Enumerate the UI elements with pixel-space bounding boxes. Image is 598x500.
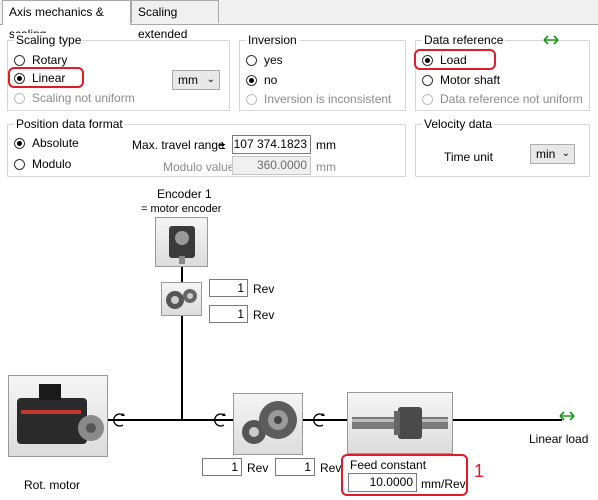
velocity-group: Velocity data [415, 117, 590, 177]
drive-shaft-line [107, 419, 562, 421]
highlight-linear [8, 67, 84, 88]
position-format-group: Position data format [7, 117, 406, 177]
scaling-type-group: Scaling type [7, 33, 230, 111]
feed-constant-field[interactable]: 10.0000 [348, 473, 417, 492]
radio-inversion-inconsistent-label: Inversion is inconsistent [264, 92, 392, 106]
radio-inversion-yes[interactable]: yes [246, 52, 283, 68]
max-travel-unit: mm [316, 138, 336, 152]
tab-scaling-extended[interactable]: Scaling extended [131, 0, 219, 41]
motor-label: Rot. motor [24, 478, 81, 492]
rotation-icon [214, 413, 226, 427]
unit-select-value: mm [178, 73, 198, 87]
chevron-down-icon: ⌄ [561, 148, 570, 159]
radio-motor-shaft[interactable]: Motor shaft [422, 72, 500, 88]
radio-data-reference-not-uniform-dot [422, 93, 433, 105]
position-format-title: Position data format [14, 117, 125, 131]
annotation-number: 1 [474, 461, 485, 481]
velocity-title: Velocity data [422, 117, 495, 131]
radio-load[interactable]: Load [422, 52, 467, 68]
radio-inversion-no-dot[interactable] [246, 74, 257, 86]
radio-rotary-label: Rotary [32, 53, 68, 67]
radio-inversion-inconsistent: Inversion is inconsistent [246, 91, 391, 107]
radio-scaling-not-uniform: Scaling not uniform [14, 90, 135, 106]
radio-linear[interactable]: Linear [14, 70, 65, 86]
data-reference-group: Data reference [415, 33, 590, 111]
gearbox-right-field[interactable]: 1 [275, 458, 315, 476]
inversion-group: Inversion [239, 33, 406, 111]
double-arrow-icon [559, 411, 575, 421]
ball-screw-icon [352, 407, 448, 439]
encoder-gear-top-unit: Rev [253, 282, 275, 296]
max-travel-field[interactable]: 107 374.1823 [232, 135, 311, 154]
rotation-icon [113, 413, 125, 427]
highlight-feed-constant [341, 454, 468, 496]
radio-motor-shaft-label: Motor shaft [440, 73, 501, 87]
motor-icon [17, 384, 104, 444]
radio-data-reference-not-uniform: Data reference not uniform [422, 91, 583, 107]
encoder-gear-bottom-unit: Rev [253, 308, 275, 322]
plus-minus-sign: ± [219, 138, 226, 152]
radio-scaling-not-uniform-label: Scaling not uniform [32, 91, 135, 105]
modulo-value-label: Modulo value [163, 160, 235, 174]
encoder-icon [169, 226, 195, 264]
inversion-title: Inversion [246, 33, 299, 47]
modulo-value-field: 360.0000 [232, 156, 311, 175]
radio-inversion-inconsistent-dot [246, 93, 257, 105]
radio-data-reference-not-uniform-label: Data reference not uniform [440, 92, 583, 106]
unit-select[interactable]: mm ⌄ [172, 70, 220, 90]
radio-load-label: Load [440, 53, 467, 67]
gearbox-right-unit: Rev [320, 461, 342, 475]
time-unit-label: Time unit [444, 150, 493, 164]
radio-inversion-no[interactable]: no [246, 72, 277, 88]
radio-absolute-dot[interactable] [14, 137, 25, 149]
encoder-title: Encoder 1 [157, 187, 212, 201]
radio-rotary[interactable]: Rotary [14, 52, 67, 68]
linear-load-label: Linear load [529, 432, 589, 446]
tab-axis-mechanics[interactable]: Axis mechanics & scaling [2, 0, 131, 41]
radio-absolute[interactable]: Absolute [14, 135, 79, 151]
radio-inversion-yes-label: yes [264, 53, 283, 67]
encoder-gear-bottom-field[interactable]: 1 [209, 305, 248, 323]
radio-motor-shaft-dot[interactable] [422, 74, 433, 86]
data-reference-title: Data reference [422, 33, 506, 47]
radio-inversion-no-label: no [264, 73, 278, 87]
radio-modulo-label: Modulo [32, 157, 72, 171]
radio-modulo-dot[interactable] [14, 158, 25, 170]
chevron-down-icon: ⌄ [206, 74, 215, 85]
gearbox-image[interactable] [233, 393, 303, 455]
double-arrow-icon [543, 35, 559, 45]
scaling-type-title: Scaling type [14, 33, 84, 47]
gearbox-left-field[interactable]: 1 [202, 458, 242, 476]
radio-rotary-dot[interactable] [14, 54, 25, 66]
radio-inversion-yes-dot[interactable] [246, 54, 257, 66]
encoder-gear-image[interactable] [161, 282, 202, 316]
modulo-value-unit: mm [316, 160, 336, 174]
highlight-load [414, 49, 496, 70]
time-unit-select[interactable]: min ⌄ [530, 144, 575, 164]
ball-screw-image[interactable] [347, 392, 453, 454]
feed-constant-unit: mm/Rev [421, 477, 466, 491]
radio-modulo[interactable]: Modulo [14, 156, 71, 172]
gear-icon [242, 401, 297, 444]
radio-linear-label: Linear [32, 71, 66, 85]
radio-scaling-not-uniform-dot [14, 92, 25, 104]
gearbox-left-unit: Rev [247, 461, 269, 475]
encoder-connector [181, 316, 183, 420]
encoder-connector-top [181, 267, 183, 282]
time-unit-select-value: min [536, 147, 556, 161]
motor-image[interactable] [8, 375, 108, 457]
gear-icon [166, 289, 197, 309]
radio-absolute-label: Absolute [32, 136, 79, 150]
radio-load-dot[interactable] [422, 54, 433, 66]
feed-constant-label: Feed constant [350, 458, 427, 472]
encoder-subtitle: = motor encoder [141, 203, 222, 215]
encoder-gear-top-field[interactable]: 1 [209, 279, 248, 297]
rotation-icon [313, 413, 325, 427]
radio-linear-dot[interactable] [14, 72, 25, 84]
encoder-image[interactable] [155, 217, 208, 267]
max-travel-label: Max. travel range [132, 138, 225, 152]
